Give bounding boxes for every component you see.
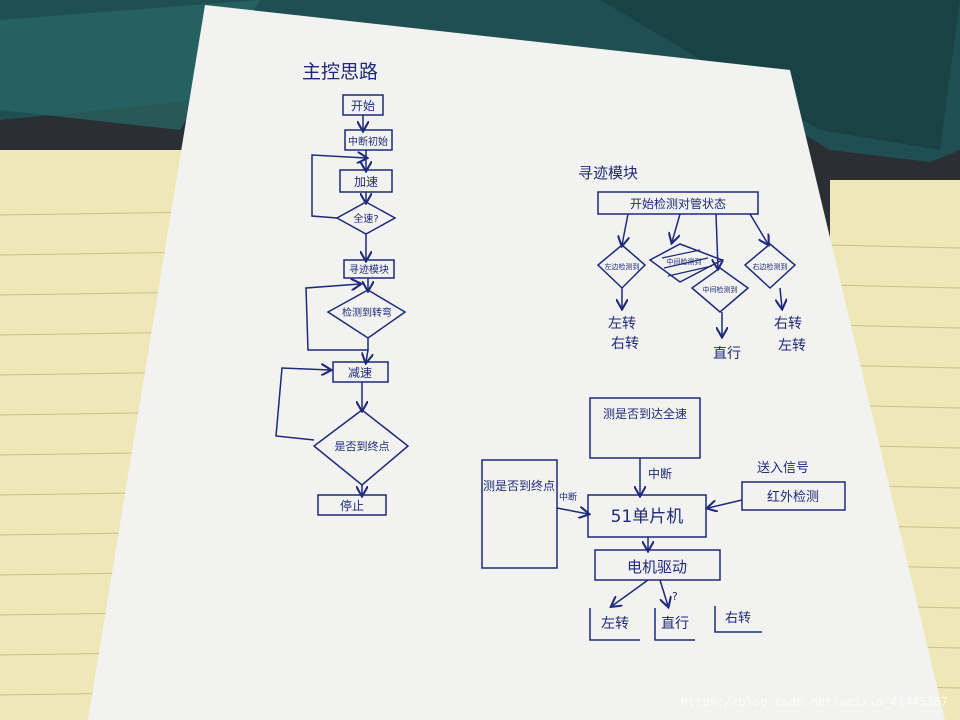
label-detect-turn: 检测到转弯 [342, 306, 392, 319]
scribble-marks [661, 249, 713, 277]
label-interrupt2: 中断 [559, 491, 577, 503]
main-title: 主控思路 [302, 61, 378, 83]
label-interrupt: 中断 [648, 466, 672, 481]
label-arrow-mark: ? [672, 590, 678, 603]
tracking-title: 寻迹模块 [578, 164, 638, 182]
label-motor: 电机驱动 [627, 558, 687, 576]
label-speed-check: 测是否到达全速 [603, 406, 687, 421]
label-left-result-2: 右转 [611, 336, 639, 352]
track-start-box [597, 191, 759, 215]
label-reached-end: 是否到终点 [335, 439, 390, 453]
node-stop-box [317, 494, 387, 516]
label-out-right: 右转 [725, 611, 751, 626]
label-center-result: 直行 [713, 345, 741, 362]
label-start: 开始 [351, 99, 375, 113]
label-full-speed: 全速? [353, 212, 378, 225]
hw-speed-box [589, 397, 701, 459]
hw-mcu-box [587, 494, 707, 538]
label-interrupt-init: 中断初始 [348, 135, 388, 148]
label-infrared: 红外检测 [767, 489, 819, 505]
label-right-result-2: 左转 [778, 338, 806, 354]
paper-sheet [88, 5, 945, 720]
node-interrupt-box [344, 129, 393, 151]
branch-right-diamond [743, 243, 797, 290]
label-track-start: 开始检测对管状态 [630, 196, 726, 211]
output-brackets [589, 606, 762, 641]
label-mcu: 51单片机 [611, 507, 684, 527]
branch-center-diamond [648, 243, 724, 283]
label-center-detect2: 中间检测到 [703, 285, 738, 294]
label-end-check: 测是否到终点 [483, 478, 555, 493]
hw-infrared-box [741, 481, 846, 511]
label-center-detect: 中间检测到 [667, 257, 702, 266]
label-stop: 停止 [340, 498, 364, 513]
branch-center2-diamond [690, 267, 750, 313]
label-tracking: 寻迹模块 [349, 263, 389, 276]
hw-motor-box [594, 549, 721, 581]
label-out-straight: 直行 [661, 615, 689, 632]
label-accelerate: 加速 [354, 175, 378, 189]
hw-end-box [481, 459, 558, 569]
node-tracking-box [343, 259, 395, 279]
label-right-result-1: 右转 [774, 316, 802, 332]
label-right-detect: 右边检测到 [753, 262, 788, 271]
label-send-signal: 送入信号 [757, 461, 809, 476]
label-left-detect: 左边检测到 [605, 262, 640, 271]
label-decelerate: 减速 [348, 366, 372, 380]
label-left-result-1: 左转 [608, 316, 636, 332]
loop-accelerate [311, 155, 366, 219]
label-out-left: 左转 [601, 616, 629, 632]
watermark-text: https://blog.csdn.net/weixin_41445387 [681, 695, 948, 709]
loop-end [275, 368, 330, 441]
loop-detect [305, 284, 369, 351]
